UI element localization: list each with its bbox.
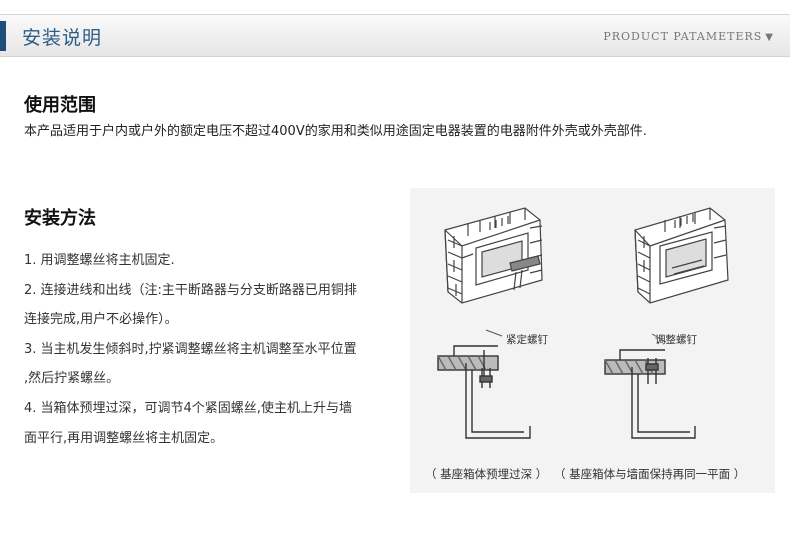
step-line: 1. 用调整螺丝将主机固定.	[24, 253, 175, 268]
step-line: 3. 当主机发生倾斜时,拧紧调整螺丝将主机调整至水平位置	[24, 341, 357, 357]
step-line: 连接完成,用户不必操作）。	[24, 312, 178, 328]
method-heading: 安装方法	[24, 208, 96, 229]
install-steps: 1. 用调整螺丝将主机固定. 2. 连接进线和出线（注:主干断路器与分支断路器已…	[24, 246, 409, 453]
caption-flush: （ 基座箱体与墙面保持再同一平面 ）	[554, 467, 746, 481]
section-right-illustration	[604, 333, 696, 439]
product-parameters-label: PRODUCT PATAMETERS	[603, 30, 763, 43]
step-line: 2. 连接进线和出线（注:主干断路器与分支断路器已用铜排	[24, 282, 357, 298]
step-line: 4. 当箱体预埋过深，可调节4个紧固螺丝,使主机上升与墙	[24, 400, 352, 416]
chevron-down-icon: ▼	[765, 32, 774, 43]
section-left-illustration	[437, 329, 531, 439]
page-title: 安装说明	[22, 27, 103, 49]
set-screw-label: 紧定螺钉	[506, 334, 548, 346]
scope-description: 本产品适用于户内或户外的额定电压不超过400V的家用和类似用途固定电器装置的电器…	[24, 124, 647, 139]
wall-right-illustration	[634, 207, 729, 304]
header-accent-bar	[0, 21, 6, 51]
scope-heading: 使用范围	[24, 95, 96, 116]
product-parameters-link[interactable]: PRODUCT PATAMETERS▼	[603, 30, 774, 43]
caption-too-deep: （ 基座箱体预埋过深 ）	[425, 467, 548, 481]
section-header: 安装说明 PRODUCT PATAMETERS▼	[0, 14, 790, 57]
installation-diagram	[410, 188, 775, 493]
step-line: 面平行,再用调整螺丝将主机固定。	[24, 430, 224, 446]
wall-left-illustration	[444, 207, 543, 304]
adjust-screw-label: 调整螺钉	[655, 334, 697, 346]
step-line: ,然后拧紧螺丝。	[24, 371, 120, 387]
